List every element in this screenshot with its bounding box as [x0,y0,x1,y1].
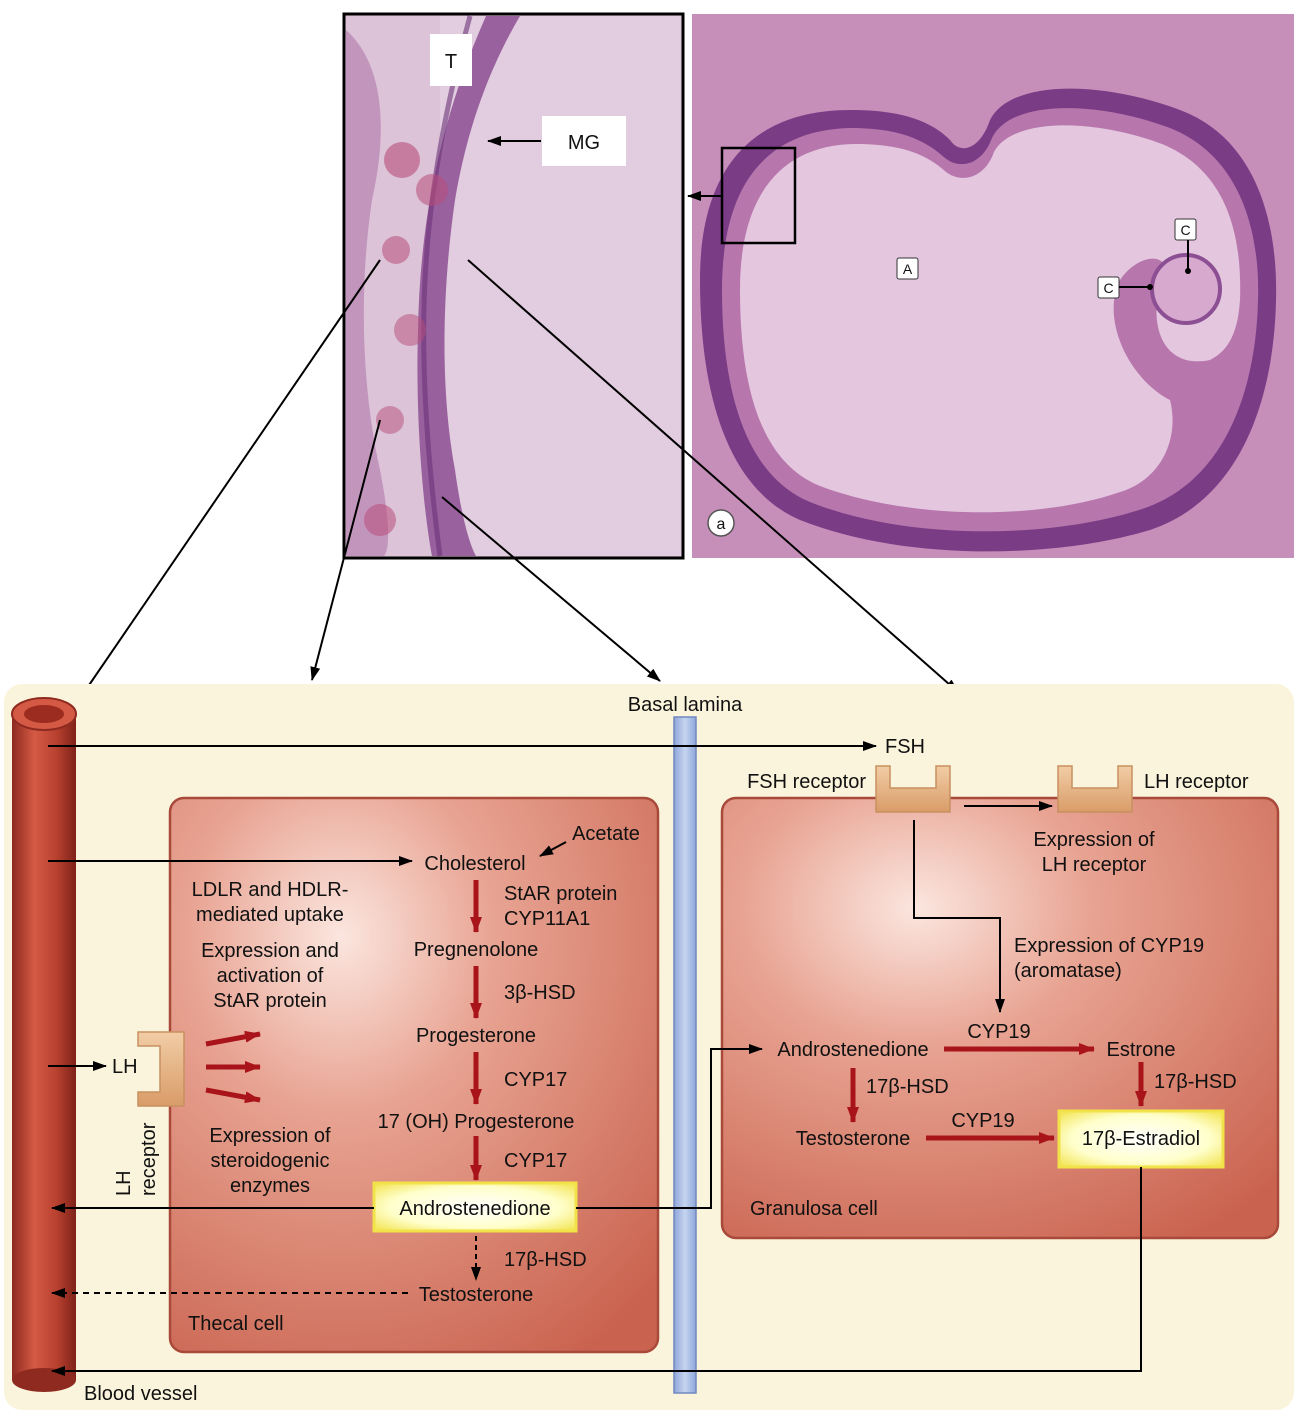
enz-text-1: Expression of [209,1125,331,1147]
step1-enzyme-line1: StAR protein [504,883,617,905]
theca-androstenedione-label: Androstenedione [399,1198,550,1220]
fsh-label: FSH [885,736,925,758]
oocyte [1150,253,1222,325]
inset-label-t-box [430,34,472,86]
antrum-fluid [440,16,681,556]
uptake-text-2: mediated uptake [196,904,344,926]
inset-region-box [720,146,797,245]
androstenedione-transfer-arrow [576,1044,763,1209]
oh-progesterone-label: 17 (OH) Progesterone [378,1111,575,1133]
uptake-text-1: LDLR and HDLR- [192,879,349,901]
granulosa-testosterone-label: Testosterone [796,1128,911,1150]
theca-testosterone-label: Testosterone [419,1284,534,1306]
cyp19-top-label: CYP19 [967,1021,1030,1043]
theca-layer [346,30,389,556]
panel-letter-circle [707,509,735,537]
lh-receptor-label-1: LH [113,1170,135,1196]
step3-enzyme: CYP17 [504,1069,567,1091]
lh-effect-arrow-1 [205,1030,261,1047]
micrograph-inset: T MG [342,12,685,560]
step1-enzyme-line2: CYP11A1 [504,908,590,930]
star-text-2: activation of [217,965,324,987]
pregnenolone-label: Pregnenolone [414,939,539,961]
micrograph-overview: A C C a [687,14,1294,558]
inset-label-t: T [445,51,457,73]
basal-lamina [673,716,697,1394]
progesterone-label: Progesterone [416,1025,536,1047]
lh-expr-text-2: LH receptor [1042,854,1147,876]
thecal-cell-label: Thecal cell [188,1313,284,1335]
hsd-left-label: 17β-HSD [866,1076,949,1098]
step5-enzyme: 17β-HSD [504,1249,587,1271]
estrone-label: Estrone [1107,1039,1176,1061]
cyp19-bottom-label: CYP19 [951,1110,1014,1132]
granulosa-layer [417,16,520,556]
lh-label: LH [112,1056,138,1078]
theca-pathway: Cholesterol Acetate LDLR and HDLR- media… [48,823,640,1335]
star-text-3: StAR protein [213,990,326,1012]
acetate-arrow [539,841,567,857]
blood-vessel [11,697,77,1392]
granulosa-cell-label: Granulosa cell [750,1198,878,1220]
estradiol-box [1057,1109,1225,1169]
blood-vessel-label: Blood vessel [84,1383,197,1405]
lh-expr-text-1: Expression of [1033,829,1155,851]
estradiol-label: 17β-Estradiol [1082,1128,1200,1150]
fsh-receptor [875,765,951,813]
cumulus-label-left: C [1103,280,1113,296]
inset-to-diagram-connectors [71,259,959,711]
star-text-1: Expression and [201,940,339,962]
cyp19-expression-arrow [913,820,1005,1013]
inset-label-mg: MG [568,132,600,154]
step2-enzyme: 3β-HSD [504,982,576,1004]
antrum-label: A [903,261,913,277]
hsd-right-label: 17β-HSD [1154,1071,1237,1093]
acetate-label: Acetate [572,823,640,845]
granulosa-androstenedione-label: Androstenedione [777,1039,928,1061]
granulosa-lh-receptor [1057,765,1133,813]
lh-effect-arrow-3 [205,1087,261,1104]
cumulus-label-top: C [1180,222,1190,238]
enz-text-3: enzymes [230,1175,310,1197]
estradiol-to-blood-arrow [51,1167,1142,1376]
lh-receptor-label-2: receptor [138,1122,160,1196]
enz-text-2: steroidogenic [211,1150,330,1172]
granulosa-pathway: FSH FSH receptor LH receptor Expression … [48,736,1249,1376]
granulosa-cell [720,796,1280,1240]
inset-label-mg-box [542,116,626,166]
basal-lamina-label: Basal lamina [628,694,743,716]
cyp19-expr-text-2: (aromatase) [1014,960,1122,982]
cyp19-expr-text-1: Expression of CYP19 [1014,935,1204,957]
panel-letter: a [717,516,726,533]
cholesterol-label: Cholesterol [424,853,525,875]
antrum-cavity [740,125,1241,513]
theca-lh-receptor [137,1031,185,1107]
granulosa-lh-receptor-label: LH receptor [1144,771,1249,793]
fsh-receptor-label: FSH receptor [747,771,866,793]
step4-enzyme: CYP17 [504,1150,567,1172]
